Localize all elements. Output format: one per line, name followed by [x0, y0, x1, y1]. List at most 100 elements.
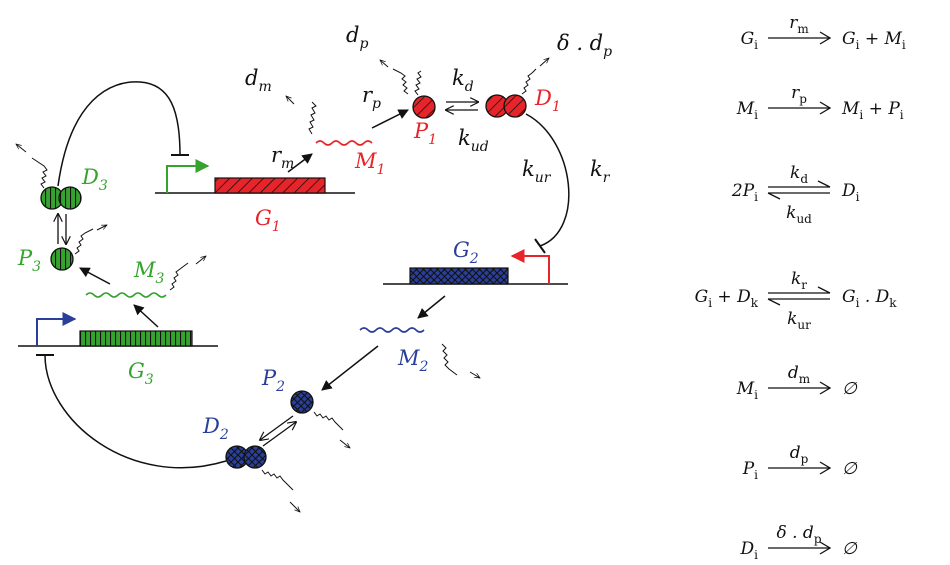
reaction-left: Di [740, 539, 759, 562]
protein1-degradation-arrowhead [380, 60, 389, 68]
reaction-arrowhead [819, 461, 832, 475]
protein1-label: P1 [413, 119, 437, 148]
reaction-left: Mi [736, 379, 758, 402]
kr-label: kr [590, 157, 611, 186]
dimer3-degradation-arrowhead [16, 144, 27, 153]
dimer1-degradation-arrowhead [539, 58, 549, 67]
protein2-label: P2 [261, 366, 285, 395]
reaction-rate: dp [790, 443, 809, 466]
reaction-rate: rm [789, 13, 809, 36]
dimer3-degradation [31, 157, 48, 189]
protein2-degradation [313, 411, 344, 431]
reaction-row: Mi rp Mi + Pi [736, 83, 904, 122]
repression-d1-to-g2 [525, 113, 570, 247]
protein3-degradation [74, 228, 94, 255]
gene1-transcription-arrow [287, 153, 313, 173]
protein1-degradation-wave [392, 68, 409, 95]
dimer2-degradation-arrowhead [289, 501, 300, 512]
kur-label: kur [522, 157, 552, 186]
protein1-circle [412, 95, 436, 119]
reaction-row: Mi dm ∅ [736, 363, 858, 402]
gene3-transcription-arrow [133, 304, 159, 328]
dm-label: dm [245, 66, 272, 95]
mrna2-wave [359, 327, 425, 333]
protein2-degradation-arrowhead [339, 439, 350, 448]
reaction-left: Pi [742, 459, 758, 482]
gene2-label: G2 [453, 238, 479, 267]
mrna2-label: M2 [397, 346, 429, 375]
mrna1-wave [315, 140, 373, 146]
reaction-arrowhead [819, 381, 832, 395]
gene3-module: G3 M3 P3 D3 [16, 81, 218, 388]
reaction-arrowhead [819, 101, 832, 115]
reaction-row: Di δ . dp ∅ [740, 523, 858, 562]
rm-label: rm [271, 143, 294, 172]
reaction-row: Gi + Dk kr kur Gi . Dk [695, 269, 898, 332]
reaction-right: Di [841, 181, 860, 204]
protein3-label: P3 [17, 246, 41, 275]
rp-label: rp [362, 83, 381, 112]
reaction-rate-forward: kr [791, 269, 807, 292]
dimer3-label: D3 [81, 165, 108, 194]
mrna1-degradation [308, 101, 317, 135]
reaction-left: Mi [736, 99, 758, 122]
dp-label: dp [346, 23, 368, 52]
reaction-right: Gi . Dk [842, 287, 897, 310]
reaction-rate-reverse: kud [786, 203, 812, 226]
reaction-row: Pi dp ∅ [742, 443, 858, 482]
reaction-forward-harpoon [817, 286, 831, 294]
kud-label: kud [458, 126, 489, 155]
gene1-promoter-arrow [166, 159, 210, 193]
reaction-rate: dm [788, 363, 811, 386]
gene3-label: G3 [128, 359, 154, 388]
gene2-block [409, 267, 509, 285]
reaction-reverse-harpoon [767, 298, 781, 306]
reaction-right: Mi + Pi [841, 99, 904, 122]
delta-dp-label: δ . dp [557, 31, 612, 60]
gene1-label: G1 [255, 206, 281, 235]
mrna1-label: M1 [354, 149, 385, 178]
reaction-right: ∅ [842, 459, 858, 479]
reaction-rate: δ . dp [776, 523, 821, 546]
dimer1-circle-b [503, 94, 527, 118]
dimerization2-forward-arrow [260, 415, 294, 440]
repression-d2-to-g3 [44, 354, 227, 469]
gene3-translation-arrow [79, 267, 111, 285]
reaction-right: ∅ [842, 379, 858, 399]
reaction-right: ∅ [842, 539, 858, 559]
protein3-circle [50, 247, 74, 271]
kd-label: kd [452, 66, 474, 95]
gene2-promoter-arrow [510, 249, 550, 284]
reaction-arrowhead [819, 31, 832, 45]
gene1-translation-arrow [371, 109, 409, 129]
protein3-degradation-arrowhead [96, 224, 107, 231]
mrna3-wave [85, 292, 167, 298]
dimerization2-reverse-arrow [262, 422, 296, 447]
gene2-translation-arrow [321, 345, 379, 391]
gene1-module: G1 rm M1 dm rp P1 dp kd kud D1 [155, 23, 612, 254]
reaction-rate-reverse: kur [787, 309, 811, 332]
dimer2-circle-b [243, 445, 267, 469]
mrna3-label: M3 [133, 258, 165, 287]
reaction-reverse-harpoon [767, 192, 781, 200]
reaction-forward-harpoon [817, 180, 831, 188]
reaction-left: Gi + Dk [695, 287, 759, 310]
protein1-degradation [414, 70, 422, 96]
repression-d3-to-g1 [57, 81, 181, 187]
gene3-promoter-arrow [36, 312, 77, 346]
mrna1-degradation-arrowhead [286, 96, 295, 105]
gene2-module: G2 M2 P2 D2 [36, 238, 568, 512]
mrna3-degradation [169, 262, 189, 291]
reaction-left: 2Pi [731, 181, 758, 204]
reaction-rate-forward: kd [790, 163, 808, 186]
reaction-rate: rp [791, 83, 807, 106]
dimer1-degradation [521, 68, 537, 95]
dimer1-label: D1 [534, 86, 561, 115]
gene3-block [79, 330, 193, 347]
dimer3-circle-b [58, 186, 82, 210]
mrna2-degradation-arrowhead [469, 371, 480, 378]
